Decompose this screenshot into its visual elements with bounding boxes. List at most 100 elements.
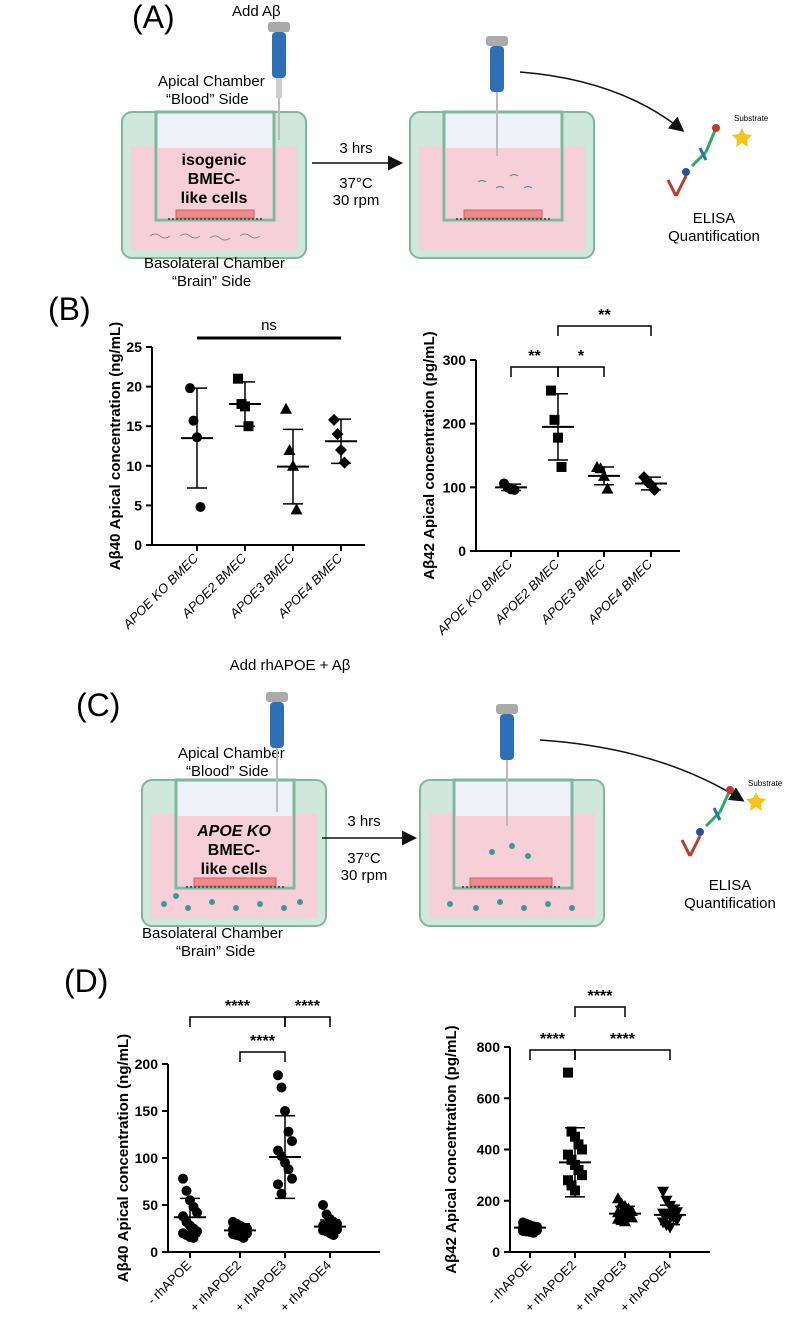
data-point xyxy=(195,501,206,512)
y-tick-label: 200 xyxy=(477,1193,501,1209)
panel-d-label: (D) xyxy=(64,963,108,999)
sig-label: * xyxy=(578,348,585,365)
add-abeta-label: Add Aβ xyxy=(232,3,281,20)
antibody-icon xyxy=(666,124,720,197)
pipette-icon-c xyxy=(266,692,288,812)
data-point xyxy=(290,503,303,515)
data-point xyxy=(657,1186,669,1198)
add-rhapoe-label: Add rhAPOE + Aβ xyxy=(230,657,351,674)
data-point xyxy=(573,1139,584,1150)
data-point xyxy=(276,1188,287,1199)
data-point xyxy=(563,1175,573,1186)
blood-side-label-c: “Blood” Side xyxy=(186,763,269,780)
curved-arrow-icon-c xyxy=(539,739,745,802)
data-point xyxy=(664,1222,676,1234)
y-tick-label: 25 xyxy=(126,339,142,355)
data-point xyxy=(566,1126,577,1137)
y-tick-label: 5 xyxy=(134,497,142,513)
sig-bracket xyxy=(239,1051,286,1062)
y-tick-label: 600 xyxy=(477,1090,501,1106)
data-point xyxy=(280,1106,290,1116)
substrate-star-icon xyxy=(732,128,752,147)
data-point xyxy=(287,1173,297,1184)
panel-c-label: (C) xyxy=(76,687,120,723)
x-tick-label: - rhAPOE xyxy=(144,1257,194,1307)
y-tick-label: 100 xyxy=(443,479,467,495)
y-axis-label: Aβ42 Apical concentration (pg/mL) xyxy=(443,1025,460,1273)
panel-c: (C) Add rhAPOE + Aβ Apical Chamber “Bloo… xyxy=(76,657,783,960)
apical-chamber-label-c: Apical Chamber xyxy=(178,745,285,762)
transwell-diagram-right xyxy=(409,110,595,259)
y-tick-label: 100 xyxy=(135,1150,159,1166)
sig-label: ** xyxy=(598,307,611,324)
basolateral-chamber-label-c: Basolateral Chamber xyxy=(142,925,283,942)
blood-side-label: “Blood” Side xyxy=(166,91,249,108)
y-tick-label: 200 xyxy=(135,1056,159,1072)
data-point xyxy=(573,1165,584,1175)
data-point xyxy=(556,461,567,472)
cells-label-c-2: BMEC- xyxy=(208,842,260,859)
sig-bracket xyxy=(557,366,605,377)
antibody-icon-c xyxy=(680,786,734,857)
transwell-diagram-left xyxy=(121,110,307,259)
y-tick-label: 20 xyxy=(126,379,142,395)
sig-label: ** xyxy=(528,348,541,365)
y-tick-label: 0 xyxy=(492,1244,500,1260)
data-point xyxy=(188,415,199,426)
substrate-star-icon-c xyxy=(746,792,766,811)
panel-a: (A) Add Aβ Apical Chamber “Blood” Side i… xyxy=(121,0,769,290)
pipette-icon-c-2 xyxy=(496,704,518,826)
data-point xyxy=(563,1067,573,1078)
y-tick-label: 10 xyxy=(126,458,142,474)
data-point xyxy=(192,1207,202,1218)
data-point xyxy=(318,1200,328,1210)
cells-label-c-3: like cells xyxy=(201,861,268,878)
apical-chamber-label: Apical Chamber xyxy=(158,73,265,90)
y-tick-label: 400 xyxy=(477,1142,501,1158)
y-tick-label: 150 xyxy=(135,1103,159,1119)
pipette-icon xyxy=(268,22,290,140)
data-point xyxy=(280,402,292,414)
data-point xyxy=(178,1173,188,1184)
data-point xyxy=(283,1126,294,1137)
sig-label: **** xyxy=(295,998,321,1015)
data-point xyxy=(549,414,560,425)
sig-bracket xyxy=(189,1016,286,1027)
sig-bracket xyxy=(574,1006,626,1017)
cells-label-3: like cells xyxy=(181,190,248,207)
data-point xyxy=(563,1149,573,1160)
temperature-label: 37°C xyxy=(339,175,373,192)
substrate-label: Substrate xyxy=(734,114,769,123)
cells-label-2: BMEC- xyxy=(188,171,240,188)
y-tick-label: 0 xyxy=(150,1244,158,1260)
data-point xyxy=(276,1082,287,1093)
y-tick-label: 200 xyxy=(443,416,467,432)
y-tick-label: 0 xyxy=(458,543,466,559)
sig-bracket xyxy=(574,1049,671,1060)
brain-side-label-c: “Brain” Side xyxy=(176,943,255,960)
data-point xyxy=(566,1180,577,1191)
quantification-label: Quantification xyxy=(668,228,760,245)
quantification-label-c: Quantification xyxy=(684,895,776,912)
sig-label: **** xyxy=(250,1033,276,1050)
data-point xyxy=(528,1227,539,1238)
y-tick-label: 0 xyxy=(134,537,142,553)
y-axis-label: Aβ40 Apical concentration (ng/mL) xyxy=(115,1034,132,1282)
cells-label-c-1: APOE KO xyxy=(196,823,271,840)
time-label-c: 3 hrs xyxy=(347,813,380,830)
data-point xyxy=(287,1136,297,1147)
sig-label: **** xyxy=(610,1031,636,1048)
rpm-label-c: 30 rpm xyxy=(341,867,388,884)
data-point xyxy=(601,482,614,494)
sig-label: **** xyxy=(540,1031,566,1048)
data-point xyxy=(283,1164,294,1175)
data-point xyxy=(626,1211,638,1223)
sig-bracket xyxy=(529,1049,576,1060)
data-point xyxy=(233,373,243,384)
elisa-label: ELISA xyxy=(693,210,736,227)
sig-bracket xyxy=(510,366,559,377)
data-point xyxy=(577,1170,587,1181)
